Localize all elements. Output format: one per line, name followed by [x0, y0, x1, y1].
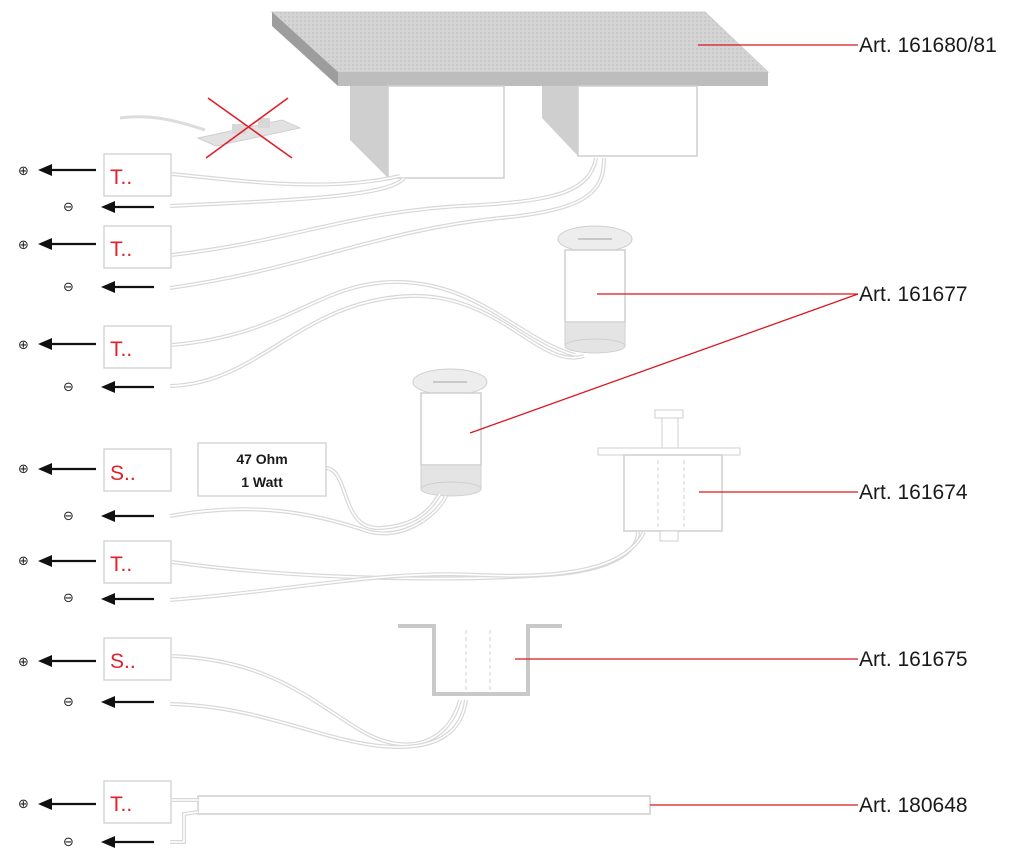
minus-icon: ⊖ [63, 280, 74, 295]
plus-icon: ⊕ [18, 462, 29, 477]
minus-icon: ⊖ [63, 695, 74, 710]
minus-arrow: ⊖ [63, 695, 154, 710]
terminal-label: T.. [110, 553, 132, 576]
plus-arrow: ⊕ [18, 554, 96, 569]
polarity-arrows: ⊕ ⊖ ⊕ ⊖ ⊕ ⊖ ⊕ [18, 164, 154, 850]
terminal-1: T.. [103, 153, 172, 197]
article-label-161675: Art. 161675 [859, 648, 968, 671]
minus-arrow: ⊖ [63, 509, 154, 524]
terminal-5: T.. [103, 540, 172, 584]
minus-arrow: ⊖ [63, 835, 154, 850]
minus-icon: ⊖ [63, 200, 74, 215]
terminal-7: T.. [103, 780, 172, 824]
minus-icon: ⊖ [63, 509, 74, 524]
article-label-161680: Art. 161680/81 [859, 34, 997, 57]
plus-icon: ⊕ [18, 655, 29, 670]
red-cross-icon [205, 97, 293, 159]
terminal-3: T.. [103, 325, 172, 369]
lamp-161677-a [557, 225, 633, 354]
terminal-label: T.. [110, 166, 132, 189]
plus-arrow: ⊕ [18, 238, 96, 253]
terminal-label: T.. [110, 238, 132, 261]
plus-icon: ⊕ [18, 797, 29, 812]
plus-icon: ⊕ [18, 238, 29, 253]
plus-arrow: ⊕ [18, 164, 96, 179]
minus-icon: ⊖ [63, 835, 74, 850]
plus-arrow: ⊕ [18, 797, 96, 812]
leader-lines [469, 44, 859, 806]
recessed-161675 [398, 624, 562, 696]
plus-arrow: ⊕ [18, 462, 96, 477]
minus-icon: ⊖ [63, 380, 74, 395]
terminal-4: S.. [103, 448, 172, 492]
plus-icon: ⊕ [18, 554, 29, 569]
lamp-161677-b [412, 368, 488, 497]
plus-icon: ⊕ [18, 164, 29, 179]
wires [169, 157, 646, 844]
minus-arrow: ⊖ [63, 280, 154, 295]
article-label-180648: Art. 180648 [859, 794, 968, 817]
article-label-161677: Art. 161677 [859, 283, 968, 306]
panel-device [270, 11, 770, 179]
minus-arrow: ⊖ [63, 200, 154, 215]
terminal-2: T.. [103, 225, 172, 269]
terminal-label: S.. [110, 462, 136, 485]
recessed-161674 [597, 409, 741, 542]
plus-arrow: ⊕ [18, 655, 96, 670]
resistor: 47 Ohm 1 Watt [197, 442, 327, 497]
plus-arrow: ⊕ [18, 338, 96, 353]
terminal-label: T.. [110, 793, 132, 816]
terminal-label: T.. [110, 338, 132, 361]
resistor-power: 1 Watt [241, 474, 283, 490]
minus-arrow: ⊖ [63, 380, 154, 395]
terminal-label: S.. [110, 650, 136, 673]
minus-icon: ⊖ [63, 591, 74, 606]
obsolete-device [119, 115, 302, 147]
plus-icon: ⊕ [18, 338, 29, 353]
terminal-6: S.. [103, 637, 172, 681]
lightbar-180648 [197, 795, 651, 815]
resistor-value: 47 Ohm [236, 451, 287, 467]
minus-arrow: ⊖ [63, 591, 154, 606]
article-label-161674: Art. 161674 [859, 481, 968, 504]
